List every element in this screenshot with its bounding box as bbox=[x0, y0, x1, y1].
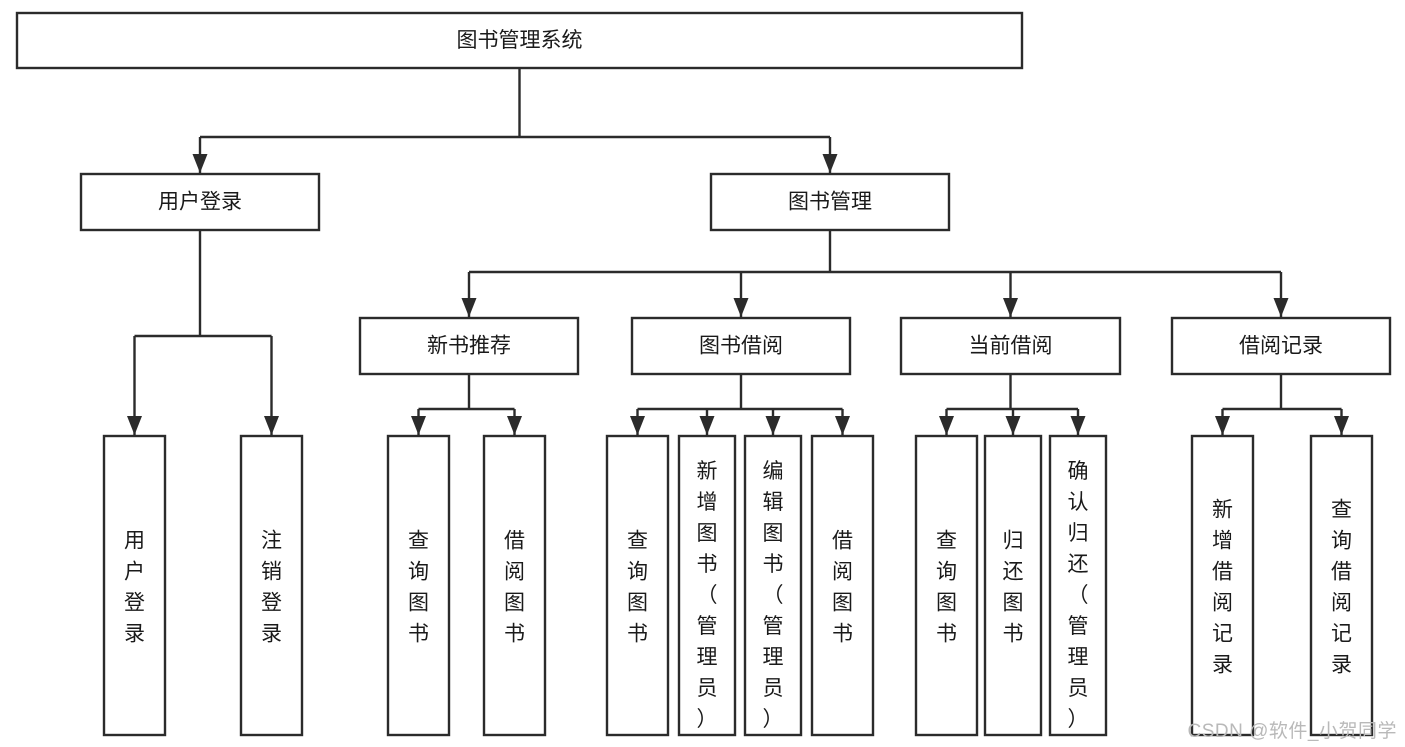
node-user-login[interactable]: 用户登录 bbox=[79, 172, 321, 232]
node-leaf-query-book-cb[interactable]: 查询图书 bbox=[914, 434, 979, 737]
node-label: 借阅图书 bbox=[504, 530, 525, 646]
node-label: 确认归还（管理员） bbox=[1068, 460, 1089, 731]
node-label: 查询图书 bbox=[627, 530, 648, 646]
node-leaf-user-login[interactable]: 用户登录 bbox=[102, 434, 167, 737]
node-borrow-record[interactable]: 借阅记录 bbox=[1170, 316, 1392, 376]
node-label: 查询图书 bbox=[936, 530, 957, 646]
arrow-head-icon bbox=[1005, 416, 1021, 435]
node-label: 新书推荐 bbox=[427, 335, 511, 358]
node-label: 用户登录 bbox=[158, 191, 242, 214]
node-label: 新增借阅记录 bbox=[1212, 499, 1233, 677]
node-book-manage[interactable]: 图书管理 bbox=[709, 172, 951, 232]
node-box bbox=[899, 316, 1122, 376]
node-leaf-query-book-br[interactable]: 查询图书 bbox=[605, 434, 670, 737]
arrow-head-icon bbox=[733, 298, 749, 317]
node-leaf-borrow-book-rec[interactable]: 借阅图书 bbox=[482, 434, 547, 737]
node-label: 归还图书 bbox=[1003, 530, 1024, 646]
connector-layer bbox=[127, 68, 1349, 435]
node-leaf-query-book-rec[interactable]: 查询图书 bbox=[386, 434, 451, 737]
node-label: 图书借阅 bbox=[699, 335, 783, 358]
node-box bbox=[709, 172, 951, 232]
node-box bbox=[810, 434, 875, 737]
node-box bbox=[358, 316, 580, 376]
arrow-head-icon bbox=[192, 154, 208, 173]
node-label: 编辑图书（管理员） bbox=[763, 460, 784, 731]
arrow-head-icon bbox=[822, 154, 838, 173]
node-label: 借阅记录 bbox=[1239, 335, 1323, 358]
node-box bbox=[482, 434, 547, 737]
node-leaf-query-record[interactable]: 查询借阅记录 bbox=[1309, 434, 1374, 737]
node-layer: 图书管理系统用户登录图书管理新书推荐图书借阅当前借阅借阅记录用户登录注销登录查询… bbox=[15, 11, 1392, 737]
node-box bbox=[239, 434, 304, 737]
arrow-head-icon bbox=[1003, 298, 1018, 317]
arrow-head-icon bbox=[461, 298, 477, 317]
node-current-borrow[interactable]: 当前借阅 bbox=[899, 316, 1122, 376]
node-box bbox=[630, 316, 852, 376]
node-box bbox=[79, 172, 321, 232]
node-box bbox=[1170, 316, 1392, 376]
arrow-head-icon bbox=[1070, 416, 1086, 435]
arrow-head-icon bbox=[411, 416, 426, 435]
node-leaf-add-book[interactable]: 新增图书（管理员） bbox=[677, 434, 737, 737]
node-new-book-recommend[interactable]: 新书推荐 bbox=[358, 316, 580, 376]
node-box bbox=[1190, 434, 1255, 737]
arrow-head-icon bbox=[264, 416, 279, 435]
node-box bbox=[914, 434, 979, 737]
node-label: 借阅图书 bbox=[832, 530, 853, 646]
node-box bbox=[605, 434, 670, 737]
node-box bbox=[743, 434, 803, 737]
node-label: 图书管理 bbox=[788, 191, 872, 214]
node-label: 查询借阅记录 bbox=[1331, 499, 1352, 677]
node-box bbox=[1309, 434, 1374, 737]
node-box bbox=[15, 11, 1024, 70]
arrow-head-icon bbox=[127, 416, 142, 435]
arrow-head-icon bbox=[1215, 416, 1230, 435]
node-label: 查询图书 bbox=[408, 530, 429, 646]
node-leaf-borrow-book-br[interactable]: 借阅图书 bbox=[810, 434, 875, 737]
arrow-head-icon bbox=[699, 416, 715, 435]
arrow-head-icon bbox=[835, 416, 850, 435]
node-root[interactable]: 图书管理系统 bbox=[15, 11, 1024, 70]
arrow-head-icon bbox=[1273, 298, 1289, 317]
node-label: 当前借阅 bbox=[969, 335, 1053, 358]
node-label: 注销登录 bbox=[261, 530, 282, 646]
node-leaf-add-record[interactable]: 新增借阅记录 bbox=[1190, 434, 1255, 737]
arrow-head-icon bbox=[630, 416, 645, 435]
node-box bbox=[102, 434, 167, 737]
node-box bbox=[983, 434, 1043, 737]
node-leaf-return-book[interactable]: 归还图书 bbox=[983, 434, 1043, 737]
node-label: 新增图书（管理员） bbox=[697, 460, 718, 731]
arrow-head-icon bbox=[1334, 416, 1349, 435]
node-label: 用户登录 bbox=[124, 530, 145, 646]
arrow-head-icon bbox=[507, 416, 522, 435]
node-box bbox=[386, 434, 451, 737]
arrow-head-icon bbox=[765, 416, 781, 435]
node-leaf-logout[interactable]: 注销登录 bbox=[239, 434, 304, 737]
node-book-borrow[interactable]: 图书借阅 bbox=[630, 316, 852, 376]
node-box bbox=[1048, 434, 1108, 737]
node-box bbox=[677, 434, 737, 737]
node-leaf-confirm-return[interactable]: 确认归还（管理员） bbox=[1048, 434, 1108, 737]
node-leaf-edit-book[interactable]: 编辑图书（管理员） bbox=[743, 434, 803, 737]
arrow-head-icon bbox=[939, 416, 954, 435]
node-label: 图书管理系统 bbox=[457, 29, 583, 52]
